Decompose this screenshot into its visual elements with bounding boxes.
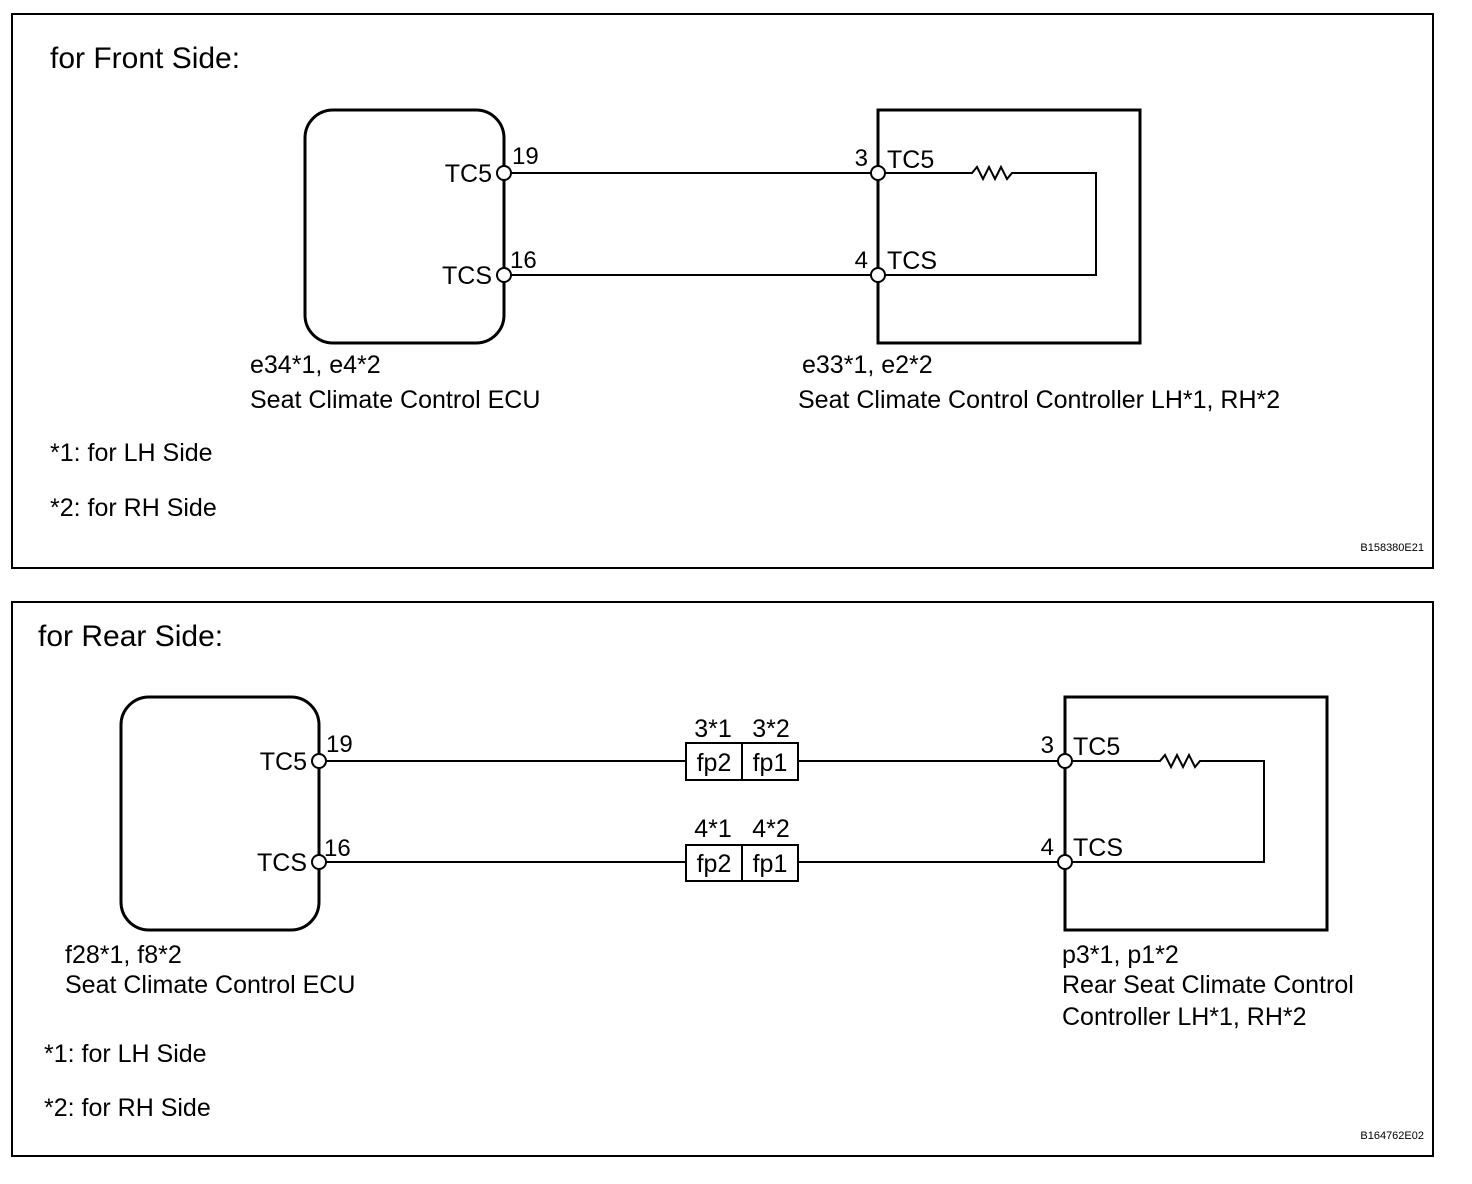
front-ecu-label: Seat Climate Control ECU [250,386,540,414]
front-ecu-pin-tc5: TC5 [445,160,492,188]
rear-controller-label-line-2: Controller LH*1, RH*2 [1062,1003,1307,1031]
rear-ctrl-pin-3: 3 [1041,732,1054,759]
front-ecu-connector: e34*1, e4*2 [250,351,381,379]
rear-ctrl-terminal-3 [1057,753,1073,769]
junction-2-pin-lh: 4*1 [694,815,732,843]
front-controller-box [876,108,1142,345]
junction-1-box-fp1 [741,742,799,781]
rear-panel-frame [11,601,1434,1157]
front-ecu-terminal-19 [496,165,512,181]
rear-ecu-connector: f28*1, f8*2 [65,941,182,969]
rear-ecu-label: Seat Climate Control ECU [65,971,355,999]
rear-junction-1: 3*1 3*2 fp2 fp1 [685,715,799,781]
front-panel-frame [11,13,1434,569]
front-controller-label: Seat Climate Control Controller LH*1, RH… [798,386,1280,414]
front-figure-code: B158380E21 [1360,542,1424,554]
rear-note-2: *2: for RH Side [44,1094,211,1122]
rear-panel: for Rear Side: TC5 19 TCS 16 3*1 3*2 fp2… [11,601,1434,1157]
rear-ecu-pin-tcs: TCS [257,849,307,877]
junction-1-pin-rh: 3*2 [752,715,790,743]
front-ctrl-pin-tc5: TC5 [887,146,934,174]
front-note-1: *1: for LH Side [50,439,213,467]
front-ctrl-terminal-3 [870,165,886,181]
front-panel: for Front Side: TC5 19 TCS 16 3 TC5 4 TC… [11,13,1434,569]
front-ctrl-terminal-4 [870,267,886,283]
junction-2-fp1: fp1 [753,850,788,878]
rear-controller-label-line-1: Rear Seat Climate Control [1062,971,1354,999]
front-ecu-pin-tcs: TCS [442,262,492,290]
rear-ecu-pin-tc5: TC5 [260,748,307,776]
front-ecu-box [303,108,506,345]
rear-figure-code: B164762E02 [1360,1130,1424,1142]
front-ecu-pin-16: 16 [510,247,537,274]
junction-2-box-fp1 [741,844,799,882]
front-controller-connector: e33*1, e2*2 [802,351,933,379]
rear-ctrl-pin-tc5: TC5 [1073,733,1120,761]
front-note-2: *2: for RH Side [50,494,217,522]
front-resistor-loop [885,164,1097,276]
rear-ecu-terminal-16 [311,854,327,870]
rear-controller-connector: p3*1, p1*2 [1062,941,1179,969]
rear-ctrl-pin-4: 4 [1041,834,1054,861]
rear-title: for Rear Side: [38,620,223,653]
rear-ctrl-pin-tcs: TCS [1073,834,1123,862]
front-ctrl-pin-4: 4 [855,247,868,274]
rear-ctrl-terminal-4 [1057,854,1073,870]
front-ctrl-pin-3: 3 [855,145,868,172]
front-title: for Front Side: [50,42,240,75]
front-ecu-pin-19: 19 [512,143,539,170]
rear-ecu-terminal-19 [311,753,327,769]
junction-2-pin-rh: 4*2 [752,815,790,843]
junction-2-fp2: fp2 [697,850,732,878]
front-ecu-terminal-16 [496,267,512,283]
rear-resistor-loop [1072,752,1265,863]
front-ctrl-pin-tcs: TCS [887,247,937,275]
junction-1-fp1: fp1 [753,749,788,777]
rear-controller-box [1063,695,1329,932]
rear-ecu-box [119,695,321,932]
rear-ecu-pin-16: 16 [324,835,351,862]
rear-ecu-pin-19: 19 [326,731,353,758]
junction-1-pin-lh: 3*1 [694,715,732,743]
rear-note-1: *1: for LH Side [44,1040,207,1068]
rear-junction-2: 4*1 4*2 fp2 fp1 [685,815,799,882]
junction-1-fp2: fp2 [697,749,732,777]
